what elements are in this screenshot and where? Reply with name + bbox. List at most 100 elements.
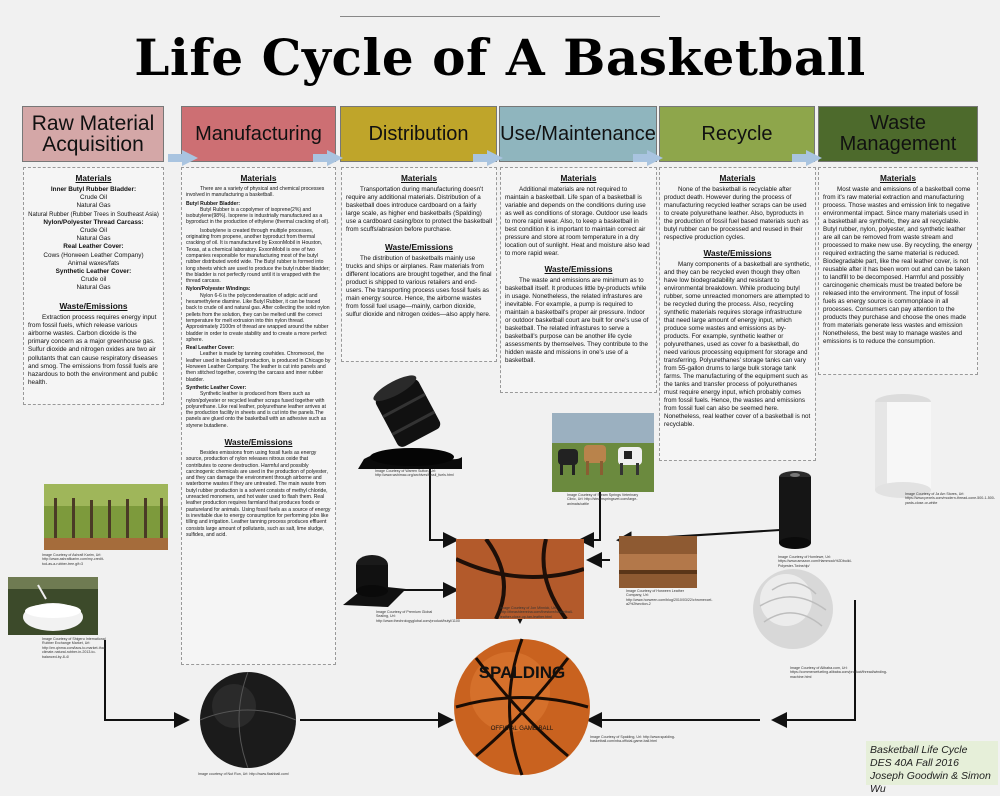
- distribution-materials-text: Transportation during manufacturing does…: [346, 186, 492, 233]
- use-waste-heading: Waste/Emissions: [544, 264, 613, 274]
- caption: Image Courtesy of Ja Am Stores, Url: htt…: [905, 492, 995, 505]
- raw-line-text: Crude Oil: [80, 227, 107, 235]
- caption: Image Courtesy of Horween Leather Compan…: [626, 589, 713, 607]
- use-maintenance-box: Materials Additional materials are not r…: [500, 167, 657, 393]
- manufacturing-waste-text: Besides emissions from using fossil fuel…: [186, 449, 331, 538]
- raw-material-line: Cows (Horween Leather Company): [28, 252, 159, 260]
- raw-material-line: Natural Gas: [28, 235, 159, 243]
- raw-waste-text: Extraction process requires energy input…: [28, 313, 158, 387]
- flow-arrow: [429, 455, 459, 548]
- raw-material-line: Natural Gas: [28, 202, 159, 210]
- manufacturing-paragraph: Leather is made by tanning cowhides. Chr…: [186, 351, 331, 383]
- stage-arrow-icon: [633, 150, 663, 166]
- raw-materials-heading: Materials: [75, 173, 112, 183]
- raw-material-box: Materials Inner Butyl Rubber Bladder: Cr…: [23, 167, 164, 405]
- leather-strap-image: [619, 536, 697, 588]
- credit-line: Joseph Goodwin & Simon Wu: [870, 770, 991, 795]
- use-materials-heading: Materials: [560, 173, 597, 183]
- distribution-waste-heading: Waste/Emissions: [385, 242, 453, 252]
- header-label: Waste Management: [839, 112, 957, 155]
- raw-line-text: Natural Gas: [76, 202, 111, 210]
- raw-line-text: Nylon/Polyester Thread Carcass:: [43, 218, 144, 226]
- use-waste-text: The waste and emissions are minimum as t…: [505, 277, 649, 364]
- waste-management-box: Materials Most waste and emissions of a …: [818, 167, 978, 375]
- spalding-brand: SPALDING: [479, 663, 566, 682]
- recycle-materials-text: None of the basketball is recyclable aft…: [664, 186, 809, 241]
- manufacturing-section-heading: Nylon/Polyester Windings:: [186, 286, 251, 293]
- raw-material-line: Nylon/Polyester Thread Carcass:: [28, 219, 159, 227]
- header-waste-management: Waste Management: [818, 106, 978, 162]
- raw-line-text: Natural Rubber (Rubber Trees in Southeas…: [28, 211, 159, 218]
- black-rubber-ball-image: [199, 671, 297, 769]
- manufacturing-paragraph: Isobutylene is created through multiple …: [186, 227, 330, 285]
- spalding-basketball-image: SPALDING OFFICIAL GAME BALL: [454, 638, 590, 776]
- caption: Image Courtesy of Ashrafi Karim, Url: ht…: [42, 553, 104, 566]
- distribution-materials-heading: Materials: [401, 173, 437, 183]
- raw-material-line: Crude oil: [28, 276, 159, 284]
- caption: Image Courtesy of Alibaba.com, Url: http…: [790, 666, 888, 679]
- manufacturing-paragraph: Nylon 6-6 is the polycondensation of adi…: [186, 292, 330, 343]
- raw-material-line: Animal waxes/fats: [28, 260, 159, 268]
- manufacturing-paragraph: Synthetic leather is produced from fiber…: [186, 391, 327, 429]
- raw-material-line: Inner Butyl Rubber Bladder:: [28, 186, 159, 194]
- raw-material-line: Natural Gas: [28, 284, 159, 292]
- manufacturing-materials-heading: Materials: [240, 173, 277, 183]
- header-label: Manufacturing: [195, 122, 322, 145]
- caption: Image courtesy of Nut Run, Url: http://w…: [198, 772, 289, 776]
- distribution-box: Materials Transportation during manufact…: [341, 167, 497, 362]
- distribution-waste-text: The distribution of basketballs mainly u…: [346, 255, 492, 318]
- caption: Image Courtesy of Shigeru International …: [42, 637, 106, 659]
- oil-barrel-image: [354, 373, 462, 469]
- flow-arrow: [771, 600, 856, 728]
- header-label: Use/Maintenance: [500, 122, 656, 145]
- stage-arrow-icon: [792, 150, 822, 166]
- rubber-trees-image: [44, 484, 168, 550]
- raw-waste-heading: Waste/Emissions: [59, 300, 128, 311]
- raw-line-text: Crude oil: [80, 276, 107, 284]
- caption: Image Courtesy of Jon Minnick, Url: http…: [500, 606, 573, 619]
- raw-line-text: Animal waxes/fats: [67, 259, 120, 267]
- manufacturing-section-heading: Real Leather Cover:: [186, 345, 235, 352]
- raw-line-text: Crude Oil: [80, 194, 107, 202]
- use-materials-text: Additional materials are not required to…: [505, 186, 650, 257]
- header-label: Distribution: [368, 122, 469, 145]
- header-manufacturing: Manufacturing: [181, 106, 336, 162]
- manufacturing-section-heading: Butyl Rubber Bladder:: [186, 200, 241, 207]
- manufacturing-paragraph: Butyl Rubber is a copolymer of isoprene(…: [186, 206, 330, 226]
- credit-box: Basketball Life Cycle DES 40A Fall 2016 …: [866, 741, 998, 795]
- raw-line-text: Natural Gas: [76, 235, 111, 243]
- header-label: Recycle: [701, 122, 773, 145]
- header-label: Raw Material Acquisition: [31, 112, 155, 156]
- raw-line-text: Natural Gas: [76, 284, 111, 292]
- raw-material-line: Real Leather Cover:: [28, 243, 159, 251]
- recycle-waste-heading: Waste/Emissions: [703, 248, 772, 258]
- stage-arrow-icon: [313, 150, 343, 166]
- raw-material-line: Natural Rubber (Rubber Trees in Southeas…: [28, 211, 159, 219]
- recycle-box: Materials None of the basketball is recy…: [659, 167, 816, 461]
- caption: Image Courtesy of Steam Springs Veterina…: [567, 493, 639, 506]
- waste-materials-text: Most waste and emissions of a basketball…: [823, 186, 973, 345]
- header-raw-material: Raw Material Acquisition: [22, 106, 164, 162]
- top-rule: [340, 16, 660, 17]
- recycle-waste-text: Many components of a basketball are synt…: [664, 261, 812, 428]
- caption: Image Courtesy of Premium Global Sealing…: [376, 610, 460, 623]
- raw-line-text: Synthetic Leather Cover:: [55, 268, 132, 276]
- recycle-materials-heading: Materials: [719, 173, 756, 183]
- manufacturing-box: Materials There are a variety of physica…: [181, 167, 336, 665]
- leather-ball-closeup-image: [456, 539, 584, 619]
- raw-line-text: Inner Butyl Rubber Bladder:: [50, 186, 137, 193]
- manufacturing-waste-heading: Waste/Emissions: [224, 436, 293, 447]
- raw-material-line: Synthetic Leather Cover:: [28, 268, 159, 276]
- caption: Image Courtesy of Homlewe, Url: https://…: [778, 555, 852, 568]
- latex-cup-image: [8, 577, 98, 635]
- rubber-sheet-image: [343, 555, 406, 607]
- credit-line: Basketball Life Cycle: [870, 744, 968, 756]
- manufacturing-intro: There are a variety of physical and chem…: [186, 186, 325, 199]
- wound-thread-ball-image: [753, 569, 833, 649]
- credit-line: DES 40A Fall 2016: [870, 757, 959, 769]
- waste-materials-heading: Materials: [880, 173, 916, 183]
- flow-arrow: [104, 640, 190, 728]
- flow-arrow: [578, 490, 601, 548]
- cows-image: [552, 413, 654, 492]
